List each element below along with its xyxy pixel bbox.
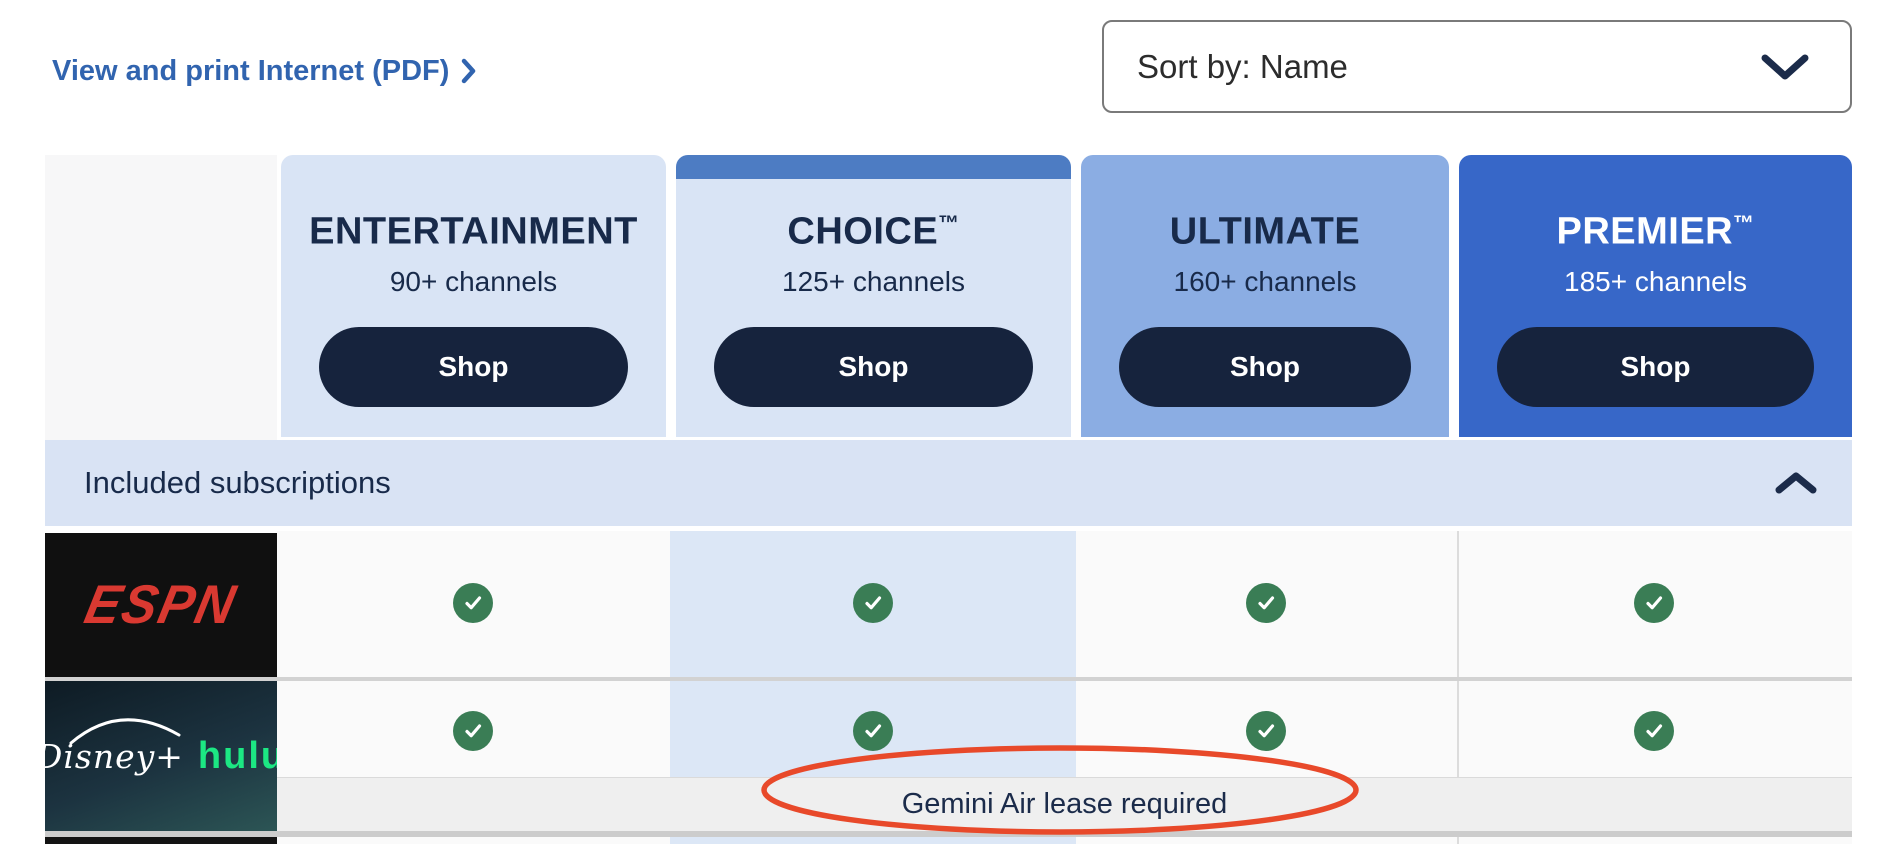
check-icon [1634,583,1674,623]
check-icon [853,711,893,751]
disney-hulu-logo: Disney+ hulu [45,681,277,831]
plan-card-choice: CHOICE™ 125+ channels Shop [676,155,1071,437]
plan-name: ENTERTAINMENT [309,210,638,253]
cell-ultimate [1076,837,1457,844]
table-row-disney-hulu: Disney+ hulu Gemini Air lease required [45,681,1852,831]
check-icon [453,711,493,751]
plan-channel-count: 90+ channels [389,265,558,297]
table-row-espn: ESPN [45,531,1852,677]
plan-channel-count: 185+ channels [1564,265,1747,297]
shop-button-entertainment[interactable]: Shop [319,326,628,407]
shop-button-choice[interactable]: Shop [714,326,1033,407]
shop-button-ultimate[interactable]: Shop [1119,326,1411,407]
pdf-link-label: View and print Internet (PDF) [52,55,450,87]
table-corner-spacer [45,155,277,440]
check-icon [453,583,493,623]
featured-plan-bar [676,155,1071,179]
cell-premier [1457,837,1852,844]
sort-dropdown-value: Sort by: Name [1137,47,1348,85]
check-icon [853,583,893,623]
plan-channel-count: 160+ channels [1173,265,1357,297]
check-icon [1246,583,1286,623]
section-title: Included subscriptions [84,465,391,500]
row-divider [45,677,1852,681]
cell-choice [670,837,1076,844]
plan-card-ultimate: ULTIMATE 160+ channels Shop [1081,155,1449,437]
chevron-right-icon [462,58,476,84]
disney-arc-decoration [69,718,181,745]
partial-logo [45,837,277,844]
plan-name: PREMIER™ [1556,210,1755,253]
sort-dropdown[interactable]: Sort by: Name [1102,20,1852,113]
plan-name: CHOICE™ [787,210,960,253]
view-print-pdf-link[interactable]: View and print Internet (PDF) [52,54,476,88]
table-row [45,837,1852,844]
chevron-down-icon [1761,54,1809,79]
plan-name: ULTIMATE [1169,210,1361,253]
plan-card-premier: PREMIER™ 185+ channels Shop [1459,155,1852,437]
plan-card-entertainment: ENTERTAINMENT 90+ channels Shop [281,155,666,437]
chevron-up-icon[interactable] [1775,471,1817,495]
check-icon [1634,711,1674,751]
gemini-lease-notice: Gemini Air lease required [277,777,1852,831]
plan-channel-count: 125+ channels [782,265,965,297]
shop-button-premier[interactable]: Shop [1497,326,1814,407]
cell-entertainment [277,837,670,844]
espn-logo: ESPN [45,533,277,677]
check-icon [1246,711,1286,751]
section-header-included-subscriptions[interactable]: Included subscriptions [45,440,1852,526]
